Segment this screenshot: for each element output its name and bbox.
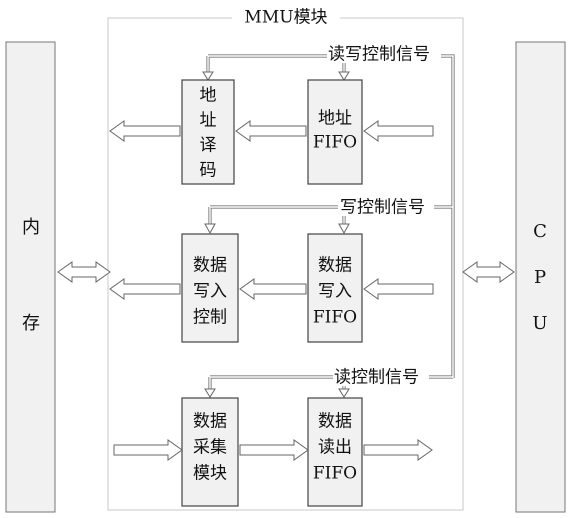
- data-read-fifo-text-2: 读出: [318, 438, 352, 458]
- address-decode-text-3: 译: [200, 136, 217, 156]
- address-decode-text-2: 址: [200, 111, 217, 131]
- memory-to-collect-arrow: [113, 439, 183, 461]
- cpu-label-u: U: [532, 313, 547, 334]
- data-write-control-text-1: 数据: [193, 256, 227, 276]
- data-collect-text-1: 数据: [193, 412, 227, 432]
- read-signal-label-bg: [333, 368, 429, 386]
- data-collect-text-3: 模块: [193, 464, 227, 484]
- signal-arrowheads: [202, 71, 350, 398]
- data-write-control-block: [181, 233, 239, 343]
- memory-panel: [5, 41, 56, 513]
- data-collect-text-2: 采集: [193, 438, 227, 458]
- data-write-control-text-2: 写入: [193, 282, 227, 302]
- read-signal-label: 读控制信号: [334, 368, 419, 388]
- data-read-fifo-text-1: 数据: [318, 412, 352, 432]
- memory-mmu-bidirectional-arrow: [57, 261, 111, 283]
- address-decode-text-4: 码: [200, 161, 217, 181]
- cpu-label-c: C: [533, 221, 547, 242]
- data-write-fifo-text-1: 数据: [318, 256, 352, 276]
- mmu-frame: [107, 17, 464, 511]
- data-write-fifo-text-3: FIFO: [313, 308, 357, 328]
- data-write-control-text-3: 控制: [193, 308, 227, 328]
- address-fifo-to-decode-arrow: [235, 120, 307, 142]
- cpu-to-address-fifo-arrow: [363, 120, 434, 142]
- address-fifo-text-1: 地址: [318, 109, 352, 129]
- data-collect-block: [181, 397, 239, 507]
- address-decode-block: [181, 79, 235, 185]
- memory-label-2: 存: [22, 313, 40, 334]
- mmu-title: MMU模块: [244, 8, 327, 28]
- cpu-label-p: P: [534, 267, 546, 288]
- read-fifo-to-cpu-arrow: [363, 439, 433, 461]
- mmu-title-bg: [232, 6, 340, 30]
- write-control-to-memory-arrow: [109, 278, 181, 300]
- rw-signal-label-bg: [327, 45, 441, 63]
- rw-signal-label: 读写控制信号: [328, 45, 430, 65]
- address-fifo-text-2: FIFO: [313, 133, 357, 153]
- data-write-fifo-block: [307, 233, 363, 343]
- address-decode-text-1: 地: [200, 86, 217, 106]
- memory-label-1: 内: [22, 217, 40, 238]
- data-write-fifo-text-2: 写入: [318, 282, 352, 302]
- decode-to-memory-arrow: [109, 120, 181, 142]
- data-read-fifo-text-3: FIFO: [313, 464, 357, 484]
- cpu-panel: [515, 41, 566, 513]
- write-signal-label-bg: [338, 198, 434, 216]
- write-signal-label: 写控制信号: [340, 198, 425, 218]
- write-fifo-to-control-arrow: [239, 278, 307, 300]
- collect-to-read-fifo-arrow: [239, 439, 309, 461]
- cpu-to-write-fifo-arrow: [363, 278, 434, 300]
- mmu-cpu-bidirectional-arrow: [462, 261, 515, 283]
- data-read-fifo-block: [307, 397, 363, 507]
- address-fifo-block: [307, 79, 363, 185]
